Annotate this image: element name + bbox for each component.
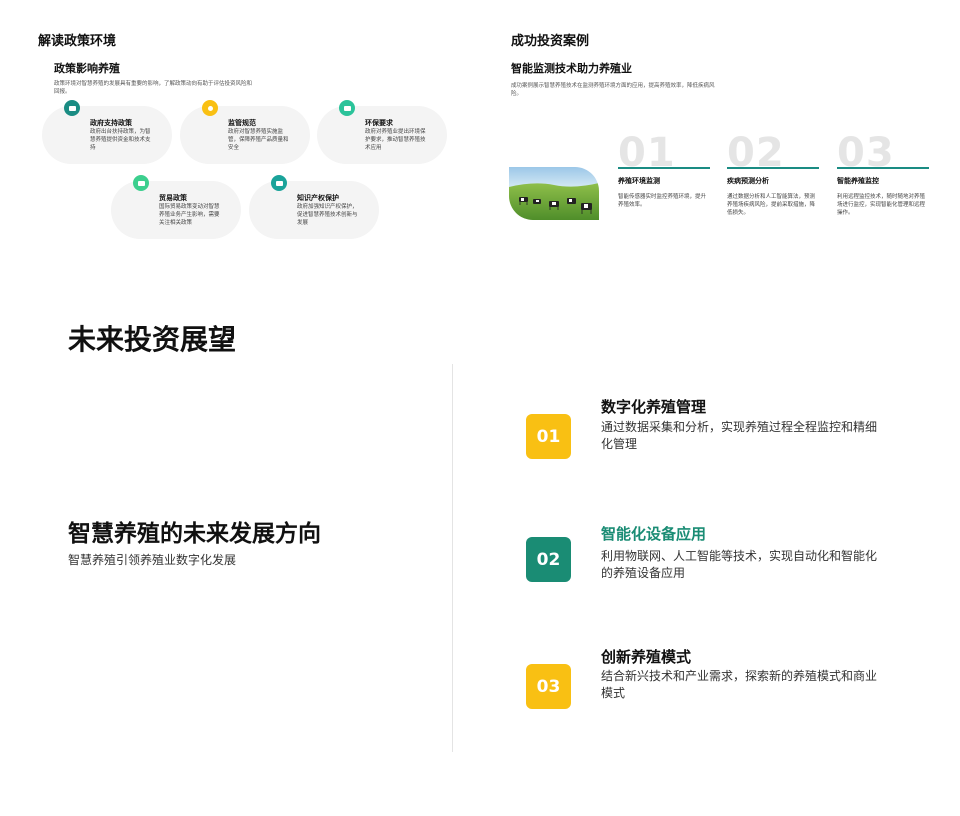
gear-icon [202, 100, 218, 116]
car-icon [339, 100, 355, 116]
item-title-smart-devices: 智能化设备应用 [601, 525, 707, 543]
number-badge-02: 02 [526, 537, 571, 582]
case-divider [618, 167, 710, 169]
number-badge-03: 03 [526, 664, 571, 709]
slide1-title: 解读政策环境 [38, 34, 117, 49]
slide2-title: 成功投资案例 [511, 34, 590, 49]
case-number: 02 [727, 130, 785, 176]
slide1-description: 政策环境对智慧养殖的发展具有重要的影响，了解政策动向有助于评估投资风险和回报。 [54, 81, 253, 95]
slide2-description: 成功案例展示智慧养殖技术在监测养殖环境方面的应用，提高养殖效率，降低疾病风险。 [511, 83, 715, 97]
case-divider [727, 167, 819, 169]
number-badge-01: 01 [526, 414, 571, 459]
policy-card-title: 环保要求 [365, 119, 393, 127]
case-desc: 通过数据分析和人工智能算法，预测养殖场疾病风险，提前采取措施，降低损失。 [727, 194, 816, 216]
vertical-divider [452, 364, 453, 752]
policy-card-desc: 国际贸易政策变动对智慧养殖业务产生影响，需要关注相关政策 [159, 204, 220, 226]
policy-card-title: 知识产权保护 [297, 194, 339, 202]
item-desc-digital-management: 通过数据采集和分析，实现养殖过程全程监控和精细化管理 [601, 420, 878, 451]
item-title-digital-management: 数字化养殖管理 [601, 398, 707, 416]
item-desc-smart-devices: 利用物联网、人工智能等技术，实现自动化和智能化的养殖设备应用 [601, 549, 878, 580]
slide3-title: 未来投资展望 [68, 323, 237, 356]
case-title: 疾病预测分析 [727, 177, 769, 185]
arrow-icon [271, 175, 287, 191]
policy-card-title: 贸易政策 [159, 194, 187, 202]
policy-card-desc: 政府对智慧养殖实施监管，保障养殖产品质量和安全 [228, 129, 289, 151]
case-divider [837, 167, 929, 169]
policy-card-title: 政府支持政策 [90, 119, 132, 127]
policy-card-environment: 环保要求 政府对养殖业提出环境保护要求，推动智慧养殖技术应用 [317, 100, 447, 164]
ticket-icon [133, 175, 149, 191]
cows-on-grassland-photo [509, 167, 599, 220]
policy-card-government-support: 政府支持政策 政府出台扶持政策，为智慧养殖提供资金和技术支持 [42, 100, 172, 164]
case-number: 03 [837, 130, 895, 176]
policy-card-desc: 政府加强知识产权保护，促进智慧养殖技术创新与发展 [297, 204, 358, 226]
policy-card-desc: 政府对养殖业提出环境保护要求，推动智慧养殖技术应用 [365, 129, 426, 151]
building-icon [64, 100, 80, 116]
slide2-subtitle: 智能监测技术助力养殖业 [511, 62, 632, 75]
slide1-subtitle: 政策影响养殖 [54, 62, 120, 75]
policy-card-ip-protection: 知识产权保护 政府加强知识产权保护，促进智慧养殖技术创新与发展 [249, 175, 379, 239]
future-direction-subtitle: 智慧养殖引领养殖业数字化发展 [68, 553, 237, 567]
future-direction-heading: 智慧养殖的未来发展方向 [68, 521, 321, 547]
case-desc: 智能传感器实时监控养殖环境，提升养殖效率。 [618, 194, 707, 208]
item-title-innovative-model: 创新养殖模式 [601, 648, 692, 666]
case-desc: 利用远程监控技术，随时随地对养殖场进行监控，实现智能化管理和远程操作。 [837, 194, 926, 216]
policy-card-title: 监管规范 [228, 119, 256, 127]
policy-card-desc: 政府出台扶持政策，为智慧养殖提供资金和技术支持 [90, 129, 151, 151]
case-number: 01 [618, 130, 676, 176]
policy-card-regulation: 监管规范 政府对智慧养殖实施监管，保障养殖产品质量和安全 [180, 100, 310, 164]
item-desc-innovative-model: 结合新兴技术和产业需求，探索新的养殖模式和商业模式 [601, 669, 878, 700]
case-title: 养殖环境监测 [618, 177, 660, 185]
policy-card-trade: 贸易政策 国际贸易政策变动对智慧养殖业务产生影响，需要关注相关政策 [111, 175, 241, 239]
cows-photo-illustration [509, 167, 599, 220]
case-title: 智能养殖监控 [837, 177, 879, 185]
